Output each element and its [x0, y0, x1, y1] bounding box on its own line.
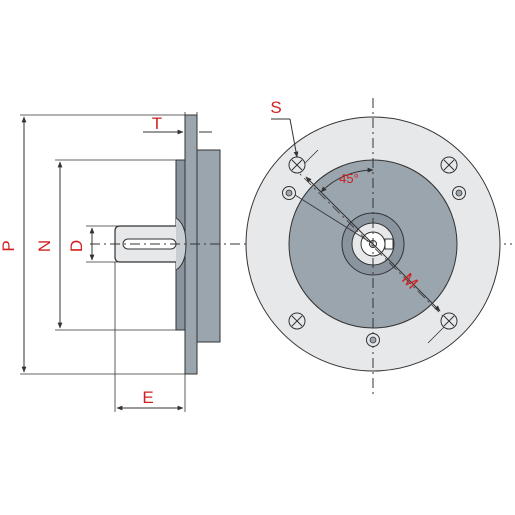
bolt-hole-bottom-left [288, 312, 306, 330]
bolt-hole-bottom-right [440, 312, 458, 330]
label-p: P [0, 240, 18, 251]
bolt-hole-top-right [440, 156, 458, 174]
motor-body [196, 149, 221, 343]
tapped-hole-bottom [366, 333, 380, 347]
label-angle: 45° [339, 171, 359, 186]
label-d: D [67, 240, 86, 252]
angle-arc [320, 167, 374, 193]
dim-m-line [305, 176, 441, 312]
label-n: N [35, 240, 54, 252]
bolt-hole-top-left [288, 156, 306, 174]
front-keyway [384, 238, 394, 250]
label-e: E [142, 388, 153, 407]
tapped-hole-left [282, 186, 296, 200]
front-view: 45° [245, 98, 501, 398]
side-view: P N D T E [0, 112, 512, 412]
label-s: S [270, 98, 281, 117]
label-t: T [152, 114, 162, 133]
tapped-hole-right [452, 186, 466, 200]
